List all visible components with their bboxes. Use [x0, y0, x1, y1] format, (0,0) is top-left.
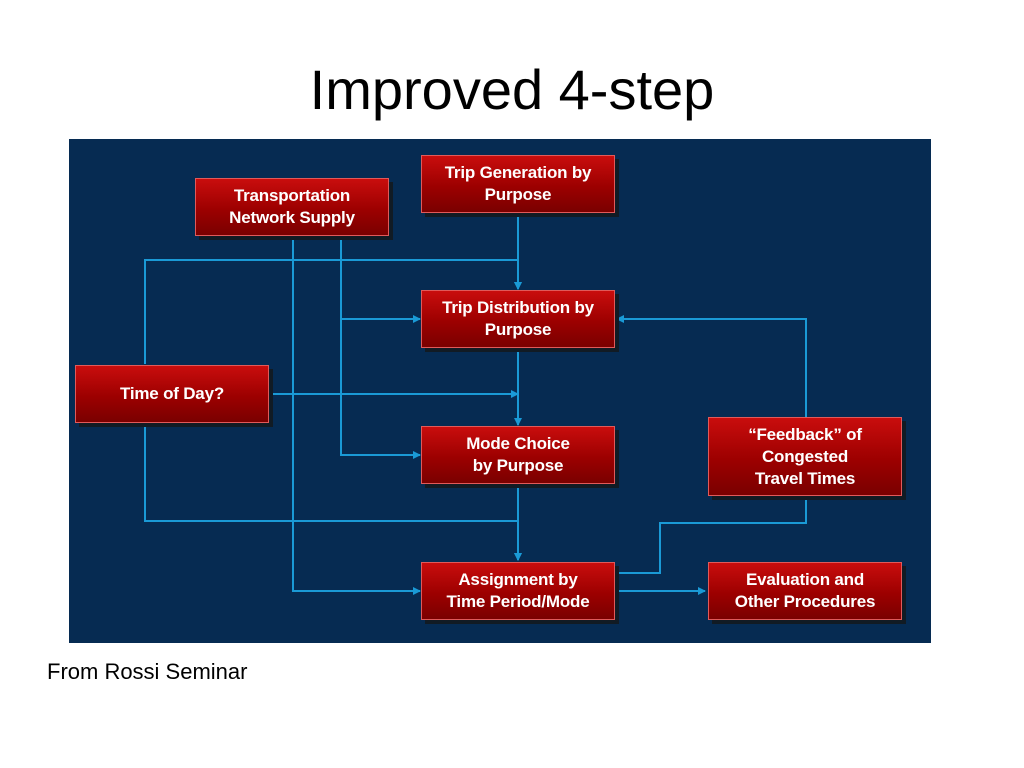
assignment-box: Assignment by Time Period/Mode [421, 562, 615, 620]
time-of-day-box: Time of Day? [75, 365, 269, 423]
source-caption: From Rossi Seminar [47, 659, 248, 684]
evaluation-box: Evaluation and Other Procedures [708, 562, 902, 620]
connector-layer [144, 216, 807, 595]
arrow-timeofday-bottom [144, 426, 522, 561]
transportation-network-box: Transportation Network Supply [195, 178, 389, 236]
trip-generation-box: Trip Generation by Purpose [421, 155, 615, 213]
slide-title: Improved 4-step [309, 58, 715, 121]
feedback-box: “Feedback” of Congested Travel Times [708, 417, 902, 496]
arrow-network-to-assignment [292, 236, 421, 595]
trip-distribution-box: Trip Distribution by Purpose [421, 290, 615, 348]
arrow-timeofday-top [144, 259, 522, 364]
arrow-feedback-to-distribution [616, 315, 807, 417]
arrow-network-to-mode [340, 319, 421, 459]
line-assignment-to-feedback [615, 497, 807, 574]
mode-choice-box: Mode Choice by Purpose [421, 426, 615, 484]
flowchart-diagram: Trip Generation by Purpose Transportatio… [69, 139, 931, 643]
arrow-network-to-distribution [340, 236, 421, 323]
